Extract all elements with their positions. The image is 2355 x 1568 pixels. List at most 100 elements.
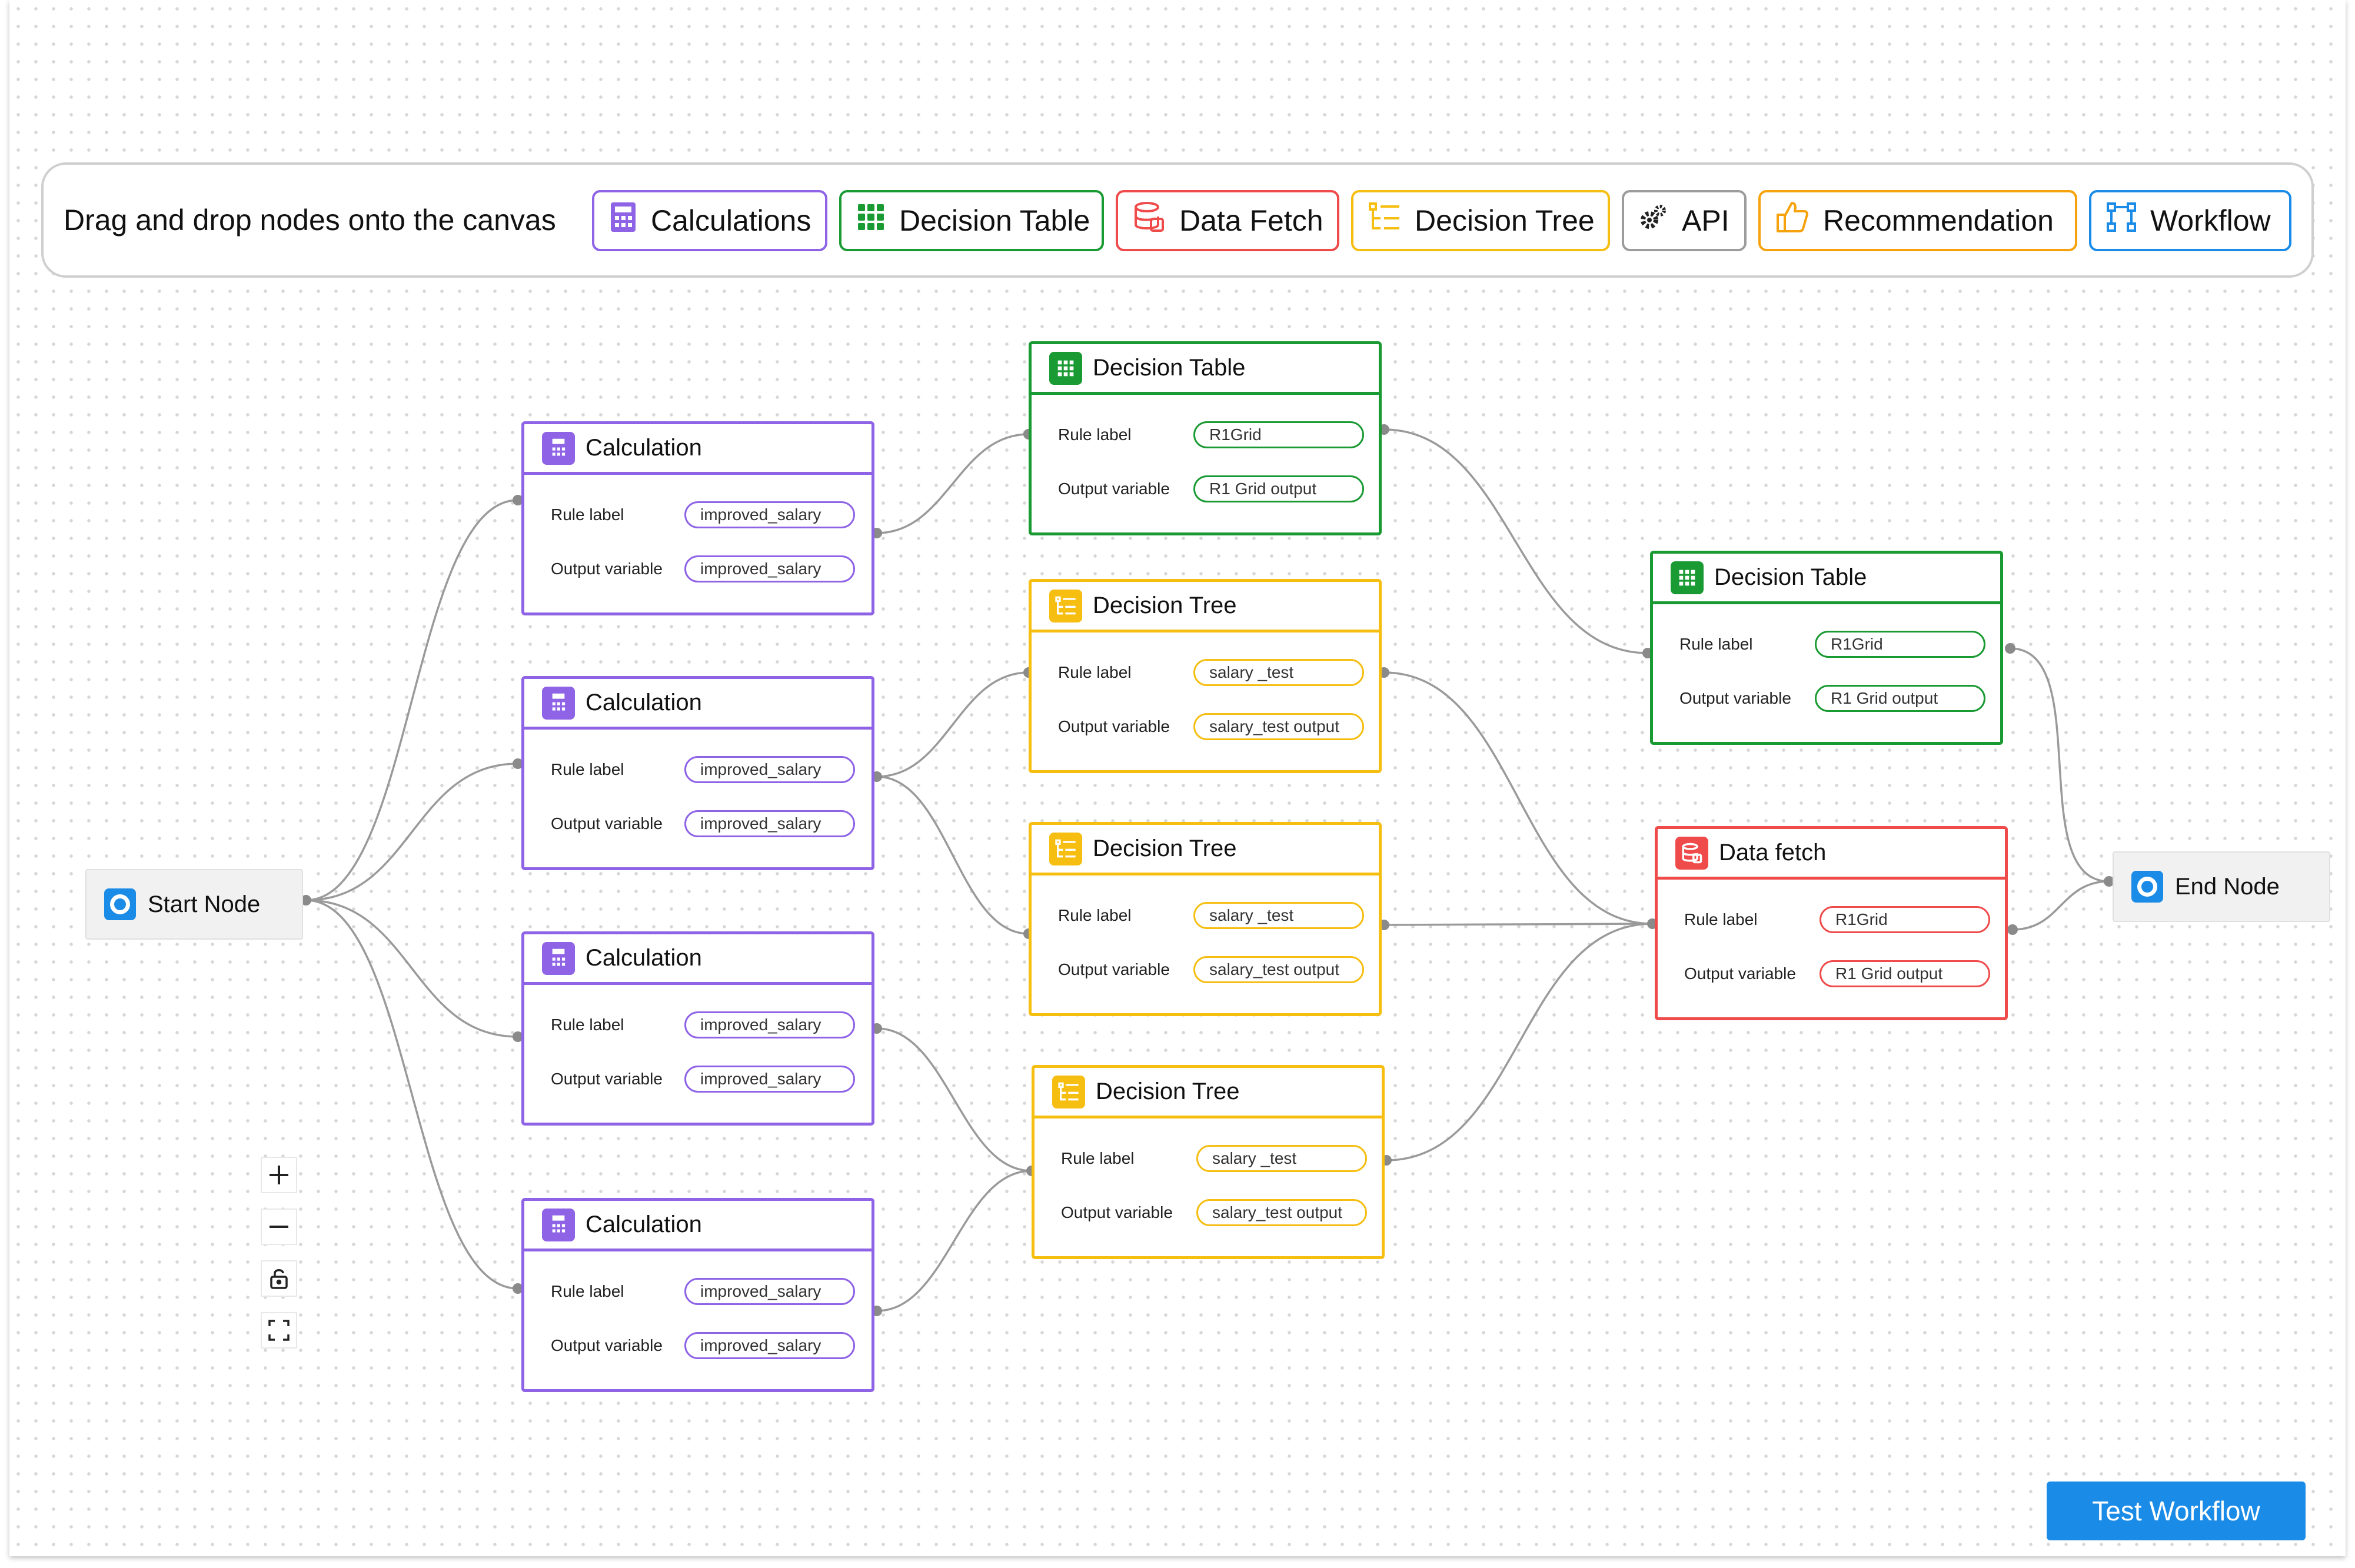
output-variable-field[interactable]: salary_test output bbox=[1193, 713, 1364, 740]
palette-instruction: Drag and drop nodes onto the canvas bbox=[64, 204, 556, 237]
output-variable-field[interactable]: improved_salary bbox=[684, 555, 855, 582]
palette-item-label: Workflow bbox=[2150, 204, 2271, 237]
palette-item-label: Decision Tree bbox=[1415, 204, 1595, 237]
node-title: Decision Tree bbox=[1093, 835, 1237, 861]
target-icon bbox=[2131, 871, 2163, 903]
output-variable-text: Output variable bbox=[551, 1070, 663, 1088]
zoom-in-icon bbox=[270, 1166, 288, 1184]
rule-label-text: Rule label bbox=[1061, 1149, 1135, 1167]
end-node[interactable]: End Node bbox=[2113, 851, 2330, 922]
decision-table-node[interactable]: Decision Table Rule label R1Grid Output … bbox=[1029, 341, 1382, 535]
output-variable-text: Output variable bbox=[1058, 480, 1170, 498]
rule-label-field[interactable]: improved_salary bbox=[684, 756, 855, 783]
tree-list-icon bbox=[1049, 832, 1082, 865]
node-title: Decision Tree bbox=[1093, 592, 1237, 618]
rule-label-field[interactable]: R1Grid bbox=[1815, 631, 1985, 658]
node-title: Decision Table bbox=[1714, 564, 1867, 590]
node-title: Calculation bbox=[586, 1211, 702, 1237]
grid-icon bbox=[857, 203, 885, 238]
palette-data-fetch-button[interactable]: Data Fetch bbox=[1116, 190, 1339, 251]
decision-tree-node[interactable]: Decision Tree Rule label salary _test Ou… bbox=[1032, 1065, 1385, 1259]
decision-tree-node[interactable]: Decision Tree Rule label salary _test Ou… bbox=[1029, 579, 1382, 773]
output-variable-text: Output variable bbox=[1058, 717, 1170, 735]
rule-label-field[interactable]: improved_salary bbox=[684, 1278, 855, 1305]
rule-label-field[interactable]: improved_salary bbox=[684, 501, 855, 528]
database-icon bbox=[1675, 836, 1708, 870]
output-variable-text: Output variable bbox=[551, 560, 663, 578]
gears-icon bbox=[1639, 203, 1668, 238]
output-variable-text: Output variable bbox=[551, 814, 663, 833]
output-variable-field[interactable]: R1 Grid output bbox=[1815, 685, 1985, 712]
node-title: Calculation bbox=[586, 945, 702, 971]
output-variable-text: Output variable bbox=[1061, 1203, 1173, 1221]
calculation-node[interactable]: Calculation Rule label improved_salary O… bbox=[521, 931, 874, 1126]
tree-list-icon bbox=[1049, 589, 1082, 622]
calculator-icon bbox=[542, 941, 575, 975]
tree-list-icon bbox=[1369, 202, 1401, 239]
output-variable-field[interactable]: salary_test output bbox=[1196, 1199, 1367, 1226]
start-node[interactable]: Start Node bbox=[85, 869, 303, 940]
rule-label-field[interactable]: salary _test bbox=[1193, 902, 1364, 929]
output-variable-text: Output variable bbox=[1684, 964, 1796, 983]
fit-view-button[interactable] bbox=[261, 1312, 297, 1349]
output-variable-text: Output variable bbox=[1058, 960, 1170, 978]
output-variable-field[interactable]: improved_salary bbox=[684, 810, 855, 837]
rule-label-text: Rule label bbox=[551, 1282, 624, 1300]
rule-label-text: Rule label bbox=[551, 505, 624, 524]
zoom-out-icon bbox=[270, 1226, 288, 1228]
palette-item-label: Recommendation bbox=[1823, 204, 2054, 237]
output-variable-field[interactable]: R1 Grid output bbox=[1193, 475, 1364, 502]
palette-workflow-button[interactable]: Workflow bbox=[2089, 190, 2291, 251]
rule-label-text: Rule label bbox=[1684, 910, 1758, 928]
output-variable-field[interactable]: salary_test output bbox=[1193, 956, 1364, 983]
zoom-in-button[interactable] bbox=[261, 1157, 297, 1193]
calculation-node[interactable]: Calculation Rule label improved_salary O… bbox=[521, 421, 874, 615]
rule-label-text: Rule label bbox=[1058, 663, 1132, 681]
output-variable-text: Output variable bbox=[551, 1336, 663, 1354]
palette-api-button[interactable]: API bbox=[1622, 190, 1747, 251]
decision-tree-node[interactable]: Decision Tree Rule label salary _test Ou… bbox=[1029, 822, 1382, 1016]
rule-label-text: Rule label bbox=[1679, 635, 1753, 653]
output-variable-field[interactable]: improved_salary bbox=[684, 1332, 855, 1359]
rule-label-field[interactable]: salary _test bbox=[1193, 659, 1364, 686]
output-variable-text: Output variable bbox=[1679, 689, 1791, 707]
rule-label-text: Rule label bbox=[1058, 906, 1132, 924]
rule-label-field[interactable]: salary _test bbox=[1196, 1145, 1367, 1172]
node-title: Decision Tree bbox=[1096, 1078, 1240, 1104]
calculator-icon bbox=[610, 201, 637, 240]
calculation-node[interactable]: Calculation Rule label improved_salary O… bbox=[521, 1198, 874, 1392]
calculator-icon bbox=[542, 1208, 575, 1241]
lock-button[interactable] bbox=[261, 1260, 297, 1297]
grid-icon bbox=[1049, 351, 1082, 385]
node-title: Calculation bbox=[586, 435, 702, 461]
start-node-label: Start Node bbox=[148, 891, 261, 917]
palette-decision-table-button[interactable]: Decision Table bbox=[839, 190, 1104, 251]
database-icon bbox=[1133, 201, 1165, 240]
zoom-out-button[interactable] bbox=[261, 1209, 297, 1245]
data-fetch-node[interactable]: Data fetch Rule label R1Grid Output vari… bbox=[1655, 826, 2008, 1020]
tree-list-icon bbox=[1052, 1075, 1085, 1108]
node-title: Data fetch bbox=[1719, 840, 1827, 865]
node-title: Calculation bbox=[586, 690, 702, 715]
end-node-label: End Node bbox=[2175, 873, 2280, 900]
calculator-icon bbox=[542, 431, 575, 465]
palette-recommendation-button[interactable]: Recommendation bbox=[1758, 190, 2077, 251]
rule-label-text: Rule label bbox=[551, 1016, 624, 1034]
rule-label-field[interactable]: R1Grid bbox=[1193, 421, 1364, 448]
output-variable-field[interactable]: R1 Grid output bbox=[1820, 960, 1990, 987]
calculation-node[interactable]: Calculation Rule label improved_salary O… bbox=[521, 676, 874, 870]
rule-label-field[interactable]: R1Grid bbox=[1820, 906, 1990, 933]
workflow-icon bbox=[2107, 202, 2136, 239]
fit-view-icon bbox=[268, 1320, 290, 1341]
palette-item-label: Data Fetch bbox=[1179, 204, 1323, 237]
rule-label-field[interactable]: improved_salary bbox=[684, 1011, 855, 1038]
decision-table-node[interactable]: Decision Table Rule label R1Grid Output … bbox=[1650, 551, 2003, 745]
output-variable-field[interactable]: improved_salary bbox=[684, 1066, 855, 1093]
palette-item-label: Calculations bbox=[651, 204, 811, 237]
palette-calculations-button[interactable]: Calculations bbox=[592, 190, 827, 251]
test-workflow-button[interactable]: Test Workflow bbox=[2047, 1482, 2306, 1540]
node-title: Decision Table bbox=[1093, 355, 1246, 381]
palette-decision-tree-button[interactable]: Decision Tree bbox=[1351, 190, 1610, 251]
palette-item-label: API bbox=[1682, 204, 1729, 237]
lock-icon bbox=[270, 1269, 288, 1289]
